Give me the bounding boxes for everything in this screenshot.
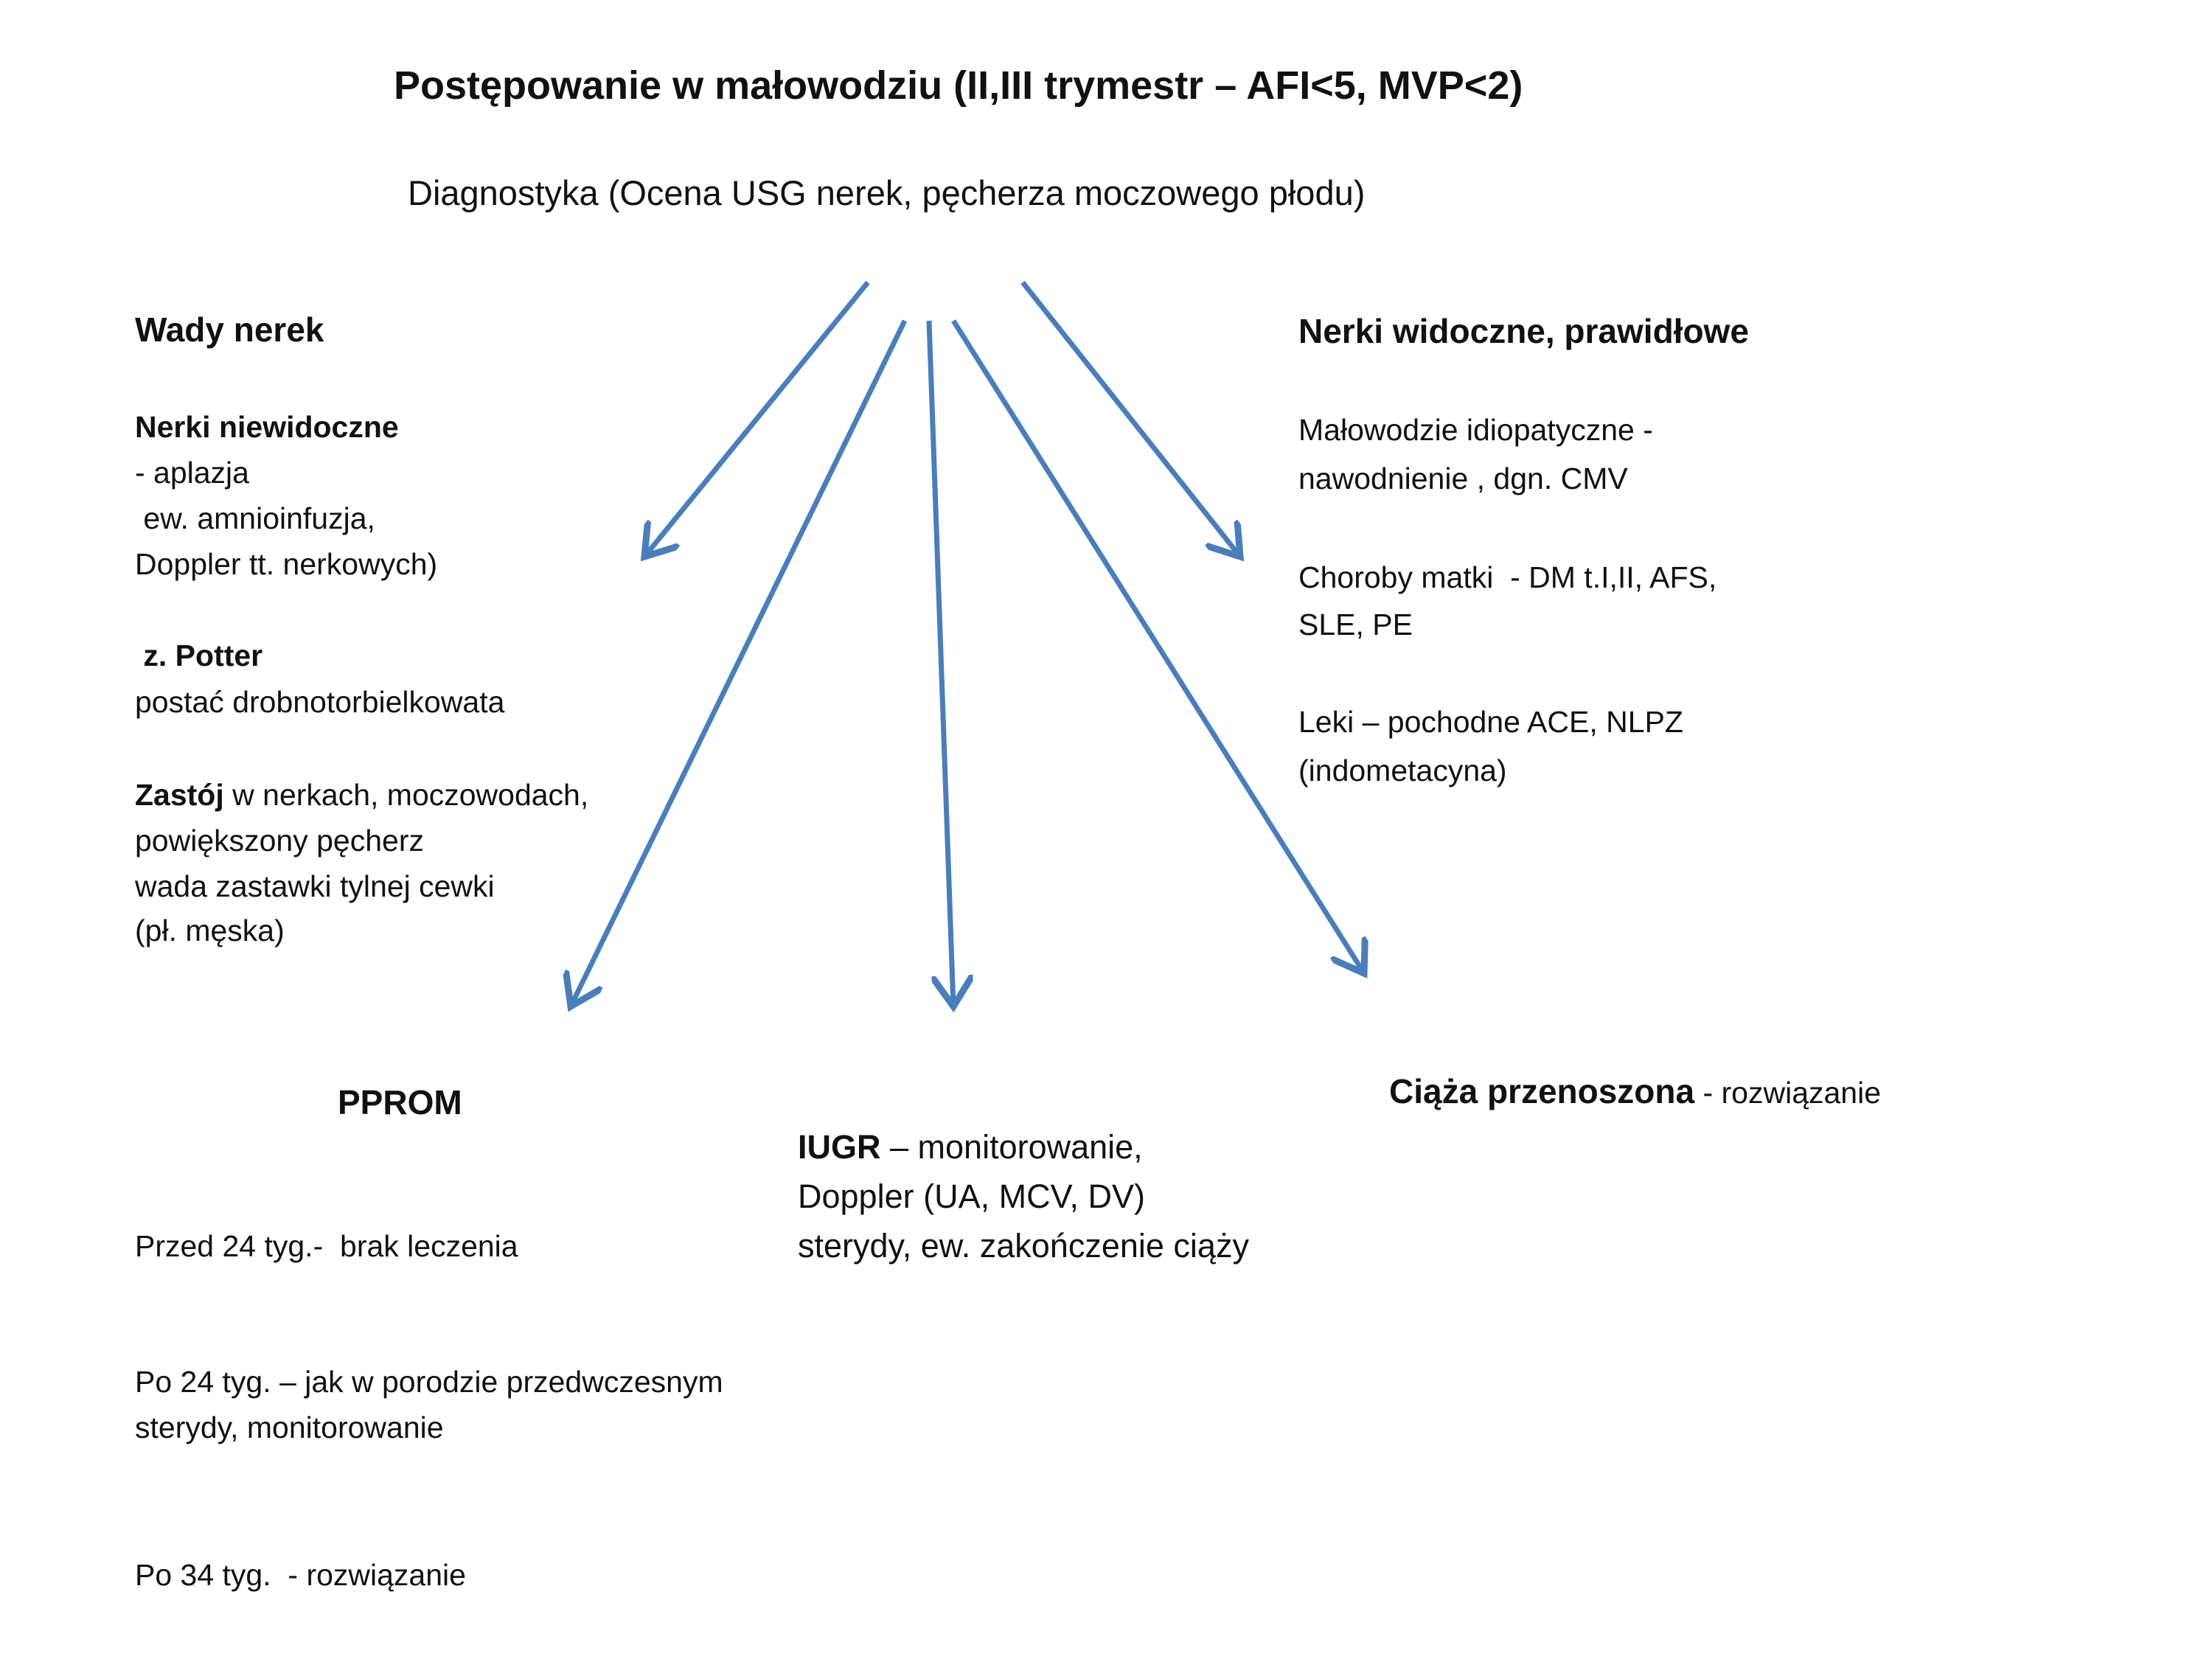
z-potter: z. Potter — [135, 639, 263, 672]
subtitle: Diagnostyka (Ocena USG nerek, pęcherza m… — [408, 173, 1366, 212]
pprom-po34: Po 34 tyg. - rozwiązanie — [135, 1558, 466, 1592]
iugr-line1: IUGR – monitorowanie, — [798, 1129, 1143, 1166]
iugr-rest: – monitorowanie, — [880, 1128, 1143, 1166]
postac: postać drobnotorbielkowata — [135, 685, 505, 719]
arrow-to-pprom — [571, 319, 908, 1006]
arrow-to-ciaza-przenoszona — [951, 319, 1364, 973]
wada-zastawki: wada zastawki tylnej cewki — [135, 869, 495, 903]
right-line: nawodnienie , dgn. CMV — [1298, 462, 1628, 495]
ciaza-bold: Ciąża przenoszona — [1389, 1072, 1695, 1110]
pecherz: powiększony pęcherz — [135, 824, 424, 858]
amnioinfuzja: ew. amnioinfuzja, — [135, 501, 375, 535]
doppler-nerkowe: Doppler tt. nerkowych) — [135, 547, 438, 581]
right-line: Małowodzie idiopatyczne - — [1298, 413, 1653, 447]
iugr-line3: sterydy, ew. zakończenie ciąży — [798, 1227, 1249, 1265]
left-heading: Wady nerek — [135, 310, 324, 349]
pl-meska: (pł. męska) — [135, 914, 285, 947]
arrow-to-iugr — [926, 320, 953, 1006]
ciaza-line: Ciąża przenoszona - rozwiązanie — [1389, 1073, 1881, 1110]
zastoj-rest: w nerkach, moczowodach, — [223, 778, 589, 812]
pprom-po24: Po 24 tyg. – jak w porodzie przedwczesny… — [135, 1365, 723, 1399]
nerki-niewidoczne: Nerki niewidoczne — [135, 410, 399, 444]
arrow-to-wady-nerek — [644, 280, 870, 557]
iugr-line2: Doppler (UA, MCV, DV) — [798, 1178, 1145, 1215]
iugr-bold: IUGR — [798, 1128, 881, 1166]
pprom-heading: PPROM — [338, 1083, 462, 1121]
ciaza-rest: - rozwiązanie — [1694, 1076, 1882, 1110]
arrow-to-nerki-widoczne — [1020, 280, 1240, 557]
zastoj-bold: Zastój — [135, 778, 224, 812]
pprom-przed24: Przed 24 tyg.- brak leczenia — [135, 1229, 518, 1263]
right-line: Choroby matki - DM t.I,II, AFS, — [1298, 560, 1717, 594]
right-line: (indometacyna) — [1298, 754, 1507, 787]
right-line: Leki – pochodne ACE, NLPZ — [1298, 705, 1683, 739]
zastoj-line: Zastój w nerkach, moczowodach, — [135, 776, 588, 813]
aplazja: - aplazja — [135, 456, 249, 490]
page-title: Postępowanie w małowodziu (II,III trymes… — [394, 63, 1523, 108]
right-line: SLE, PE — [1298, 608, 1413, 641]
pprom-po24-b: sterydy, monitorowanie — [135, 1411, 444, 1444]
right-heading: Nerki widoczne, prawidłowe — [1298, 312, 1749, 350]
